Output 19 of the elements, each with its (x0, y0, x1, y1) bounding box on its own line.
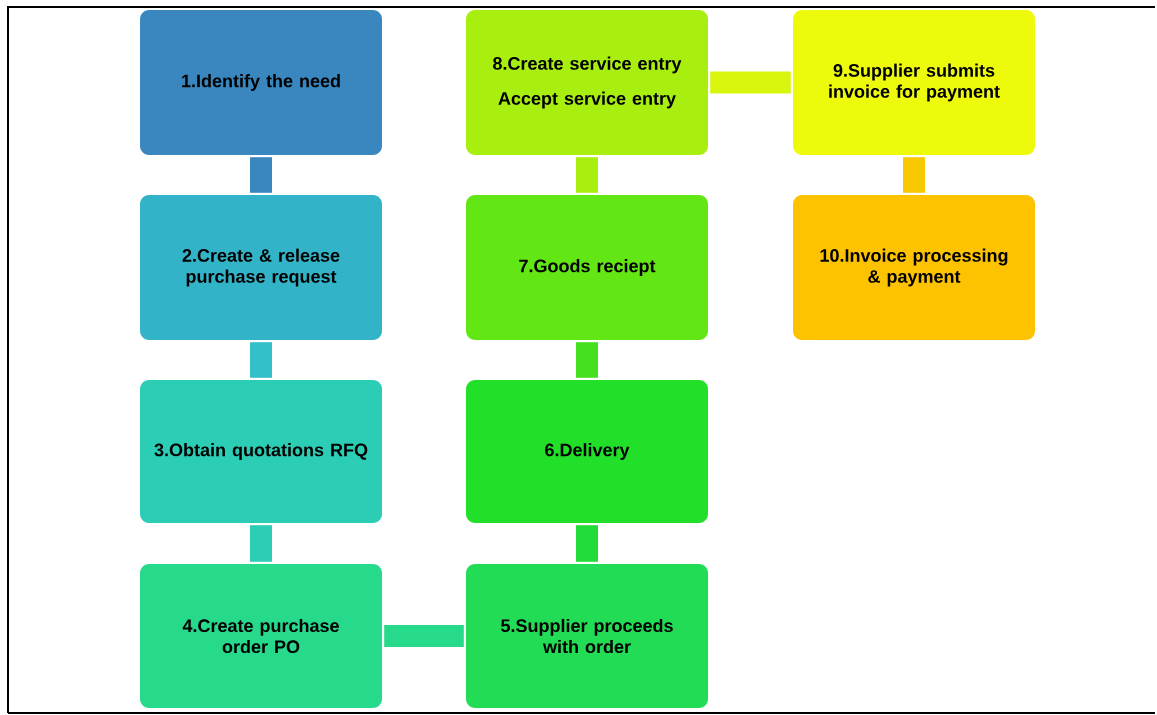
connector-bar (576, 342, 598, 378)
connector-bar (250, 342, 272, 378)
process-box: 5.Supplier proceeds with order (466, 564, 708, 708)
connector-bar (710, 71, 791, 94)
connector-bar (250, 157, 272, 193)
connector-bar (384, 625, 464, 647)
connector-bar (250, 525, 272, 562)
connector-bar (576, 157, 598, 193)
process-box: 6.Delivery (466, 380, 708, 523)
process-box: 1.Identify the need (140, 10, 382, 155)
process-box: 4.Create purchase order PO (140, 564, 382, 708)
process-box: 2.Create & release purchase request (140, 195, 382, 340)
connector-bar (576, 525, 598, 562)
connector-bar (903, 157, 925, 193)
process-box: 3.Obtain quotations RFQ (140, 380, 382, 523)
process-box: 10.Invoice processing & payment (793, 195, 1035, 340)
process-box: 8.Create service entry Accept service entry (466, 10, 708, 155)
process-box: 9.Supplier submits invoice for payment (793, 10, 1035, 155)
process-box: 7.Goods reciept (466, 195, 708, 340)
